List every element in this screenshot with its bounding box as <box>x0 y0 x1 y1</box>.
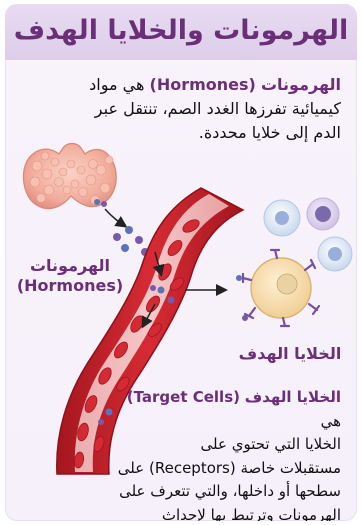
target-term: الخلايا الهدف <box>245 388 341 406</box>
hormones-line-2: كيميائية تفرزها الغدد الصم، تنتقل عبر <box>26 97 341 121</box>
release-arrow <box>105 209 125 226</box>
hormones-line-3: الدم إلى خلايا محددة. <box>26 121 341 145</box>
target-line-2: الخلايا التي تحتوي على <box>109 433 341 457</box>
target-line-5: الهرمونات وترتبط بها لإحداث استجابة. <box>109 504 341 522</box>
target-line-3: مستقبلات خاصة (Receptors) على <box>109 457 341 481</box>
hormone-molecules <box>113 226 149 256</box>
target-line-4: سطحها أو داخلها، والتي تتعرف على <box>109 480 341 504</box>
target-cells-paragraph: الخلايا الهدف (Target Cells) هي الخلايا … <box>109 386 341 521</box>
infographic-card: الهرمونات والخلايا الهدف <box>5 4 357 521</box>
target-line-1-rest: هي <box>321 412 341 430</box>
target-term-english: (Target Cells) <box>127 388 240 406</box>
hormones-paragraph: الهرمونات (Hormones) هي مواد كيميائية تف… <box>26 73 341 145</box>
target-cell-icon <box>236 250 319 326</box>
hormones-label-english: (Hormones) <box>15 276 125 296</box>
thyroid-gland-icon <box>23 144 116 209</box>
hormones-line-1: الهرمونات (Hormones) هي مواد <box>26 73 341 97</box>
hormones-line-1-rest: هي مواد <box>89 75 149 94</box>
target-line-1: الخلايا الهدف (Target Cells) هي <box>109 386 341 433</box>
target-cells-label: الخلايا الهدف <box>235 344 345 364</box>
hormones-label-arabic: الهرمونات <box>15 256 125 276</box>
hormones-term-english: (Hormones) <box>150 75 256 94</box>
hormones-label: الهرمونات (Hormones) <box>15 256 125 296</box>
hormones-term: الهرمونات <box>261 75 341 94</box>
